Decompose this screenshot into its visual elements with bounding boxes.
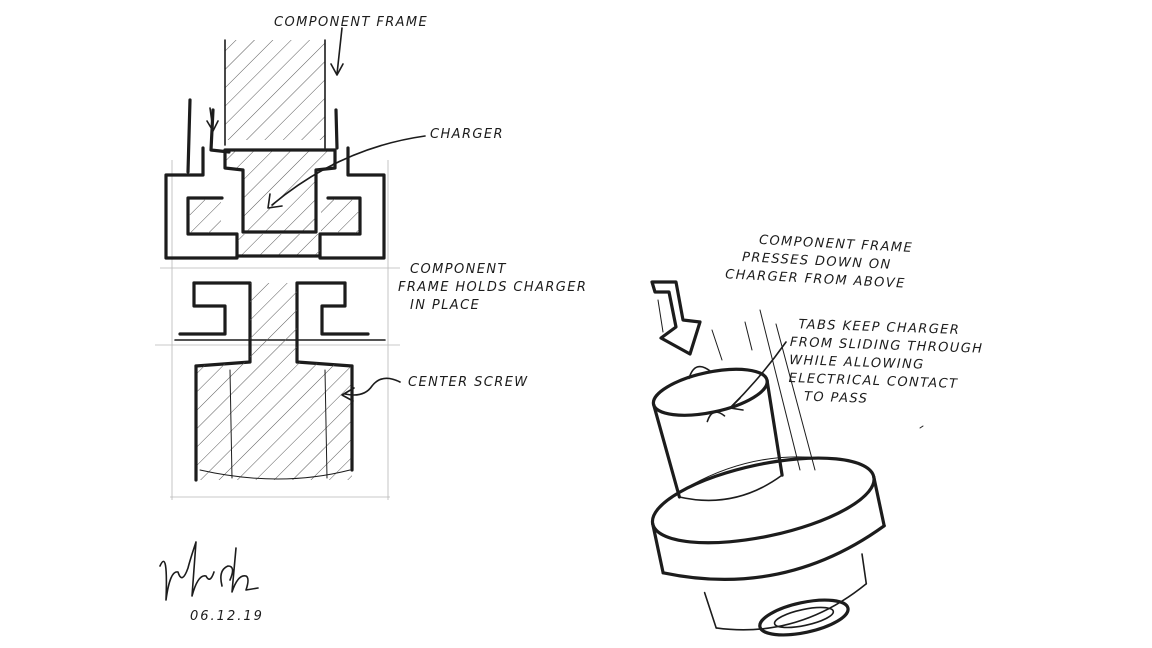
signature bbox=[159, 541, 259, 601]
component-frame-section bbox=[225, 40, 325, 140]
shaft-end-ellipse bbox=[758, 598, 850, 637]
svg-text:WHILE ALLOWING: WHILE ALLOWING bbox=[789, 353, 925, 373]
construction-lines bbox=[155, 160, 400, 500]
section-view bbox=[155, 39, 400, 500]
svg-text:FROM SLIDING THROUGH: FROM SLIDING THROUGH bbox=[790, 335, 984, 357]
charger-section bbox=[225, 150, 335, 232]
sketch-date: 06.12.19 bbox=[190, 609, 264, 624]
label-component-frame-top: COMPONENT FRAME bbox=[274, 15, 428, 30]
svg-text:ELECTRICAL CONTACT: ELECTRICAL CONTACT bbox=[788, 371, 958, 392]
svg-text:FRAME HOLDS CHARGER: FRAME HOLDS CHARGER bbox=[398, 280, 587, 295]
upper-housing-left bbox=[164, 146, 239, 260]
label-tabs: TABS KEEP CHARGER FROM SLIDING THROUGH W… bbox=[788, 317, 984, 407]
lower-housing-left bbox=[178, 281, 227, 336]
center-screw-section bbox=[196, 283, 352, 480]
label-frame-holds: COMPONENT FRAME HOLDS CHARGER IN PLACE bbox=[398, 262, 587, 313]
label-center-screw: CENTER SCREW bbox=[408, 375, 529, 390]
lower-housing-right bbox=[320, 281, 370, 336]
tab-shape bbox=[688, 365, 712, 380]
svg-text:TABS KEEP CHARGER: TABS KEEP CHARGER bbox=[798, 317, 960, 338]
svg-text:TO PASS: TO PASS bbox=[804, 390, 869, 407]
svg-text:COMPONENT: COMPONENT bbox=[410, 262, 507, 277]
leader-lines-right bbox=[729, 341, 924, 429]
perspective-view bbox=[650, 280, 886, 637]
svg-text:IN PLACE: IN PLACE bbox=[410, 298, 480, 313]
down-arrow-icon bbox=[650, 280, 702, 356]
label-charger: CHARGER bbox=[430, 127, 504, 142]
label-presses-down: COMPONENT FRAME PRESSES DOWN ON CHARGER … bbox=[725, 233, 914, 292]
upper-housing-right bbox=[318, 146, 386, 260]
leader-lines-left bbox=[206, 27, 426, 402]
